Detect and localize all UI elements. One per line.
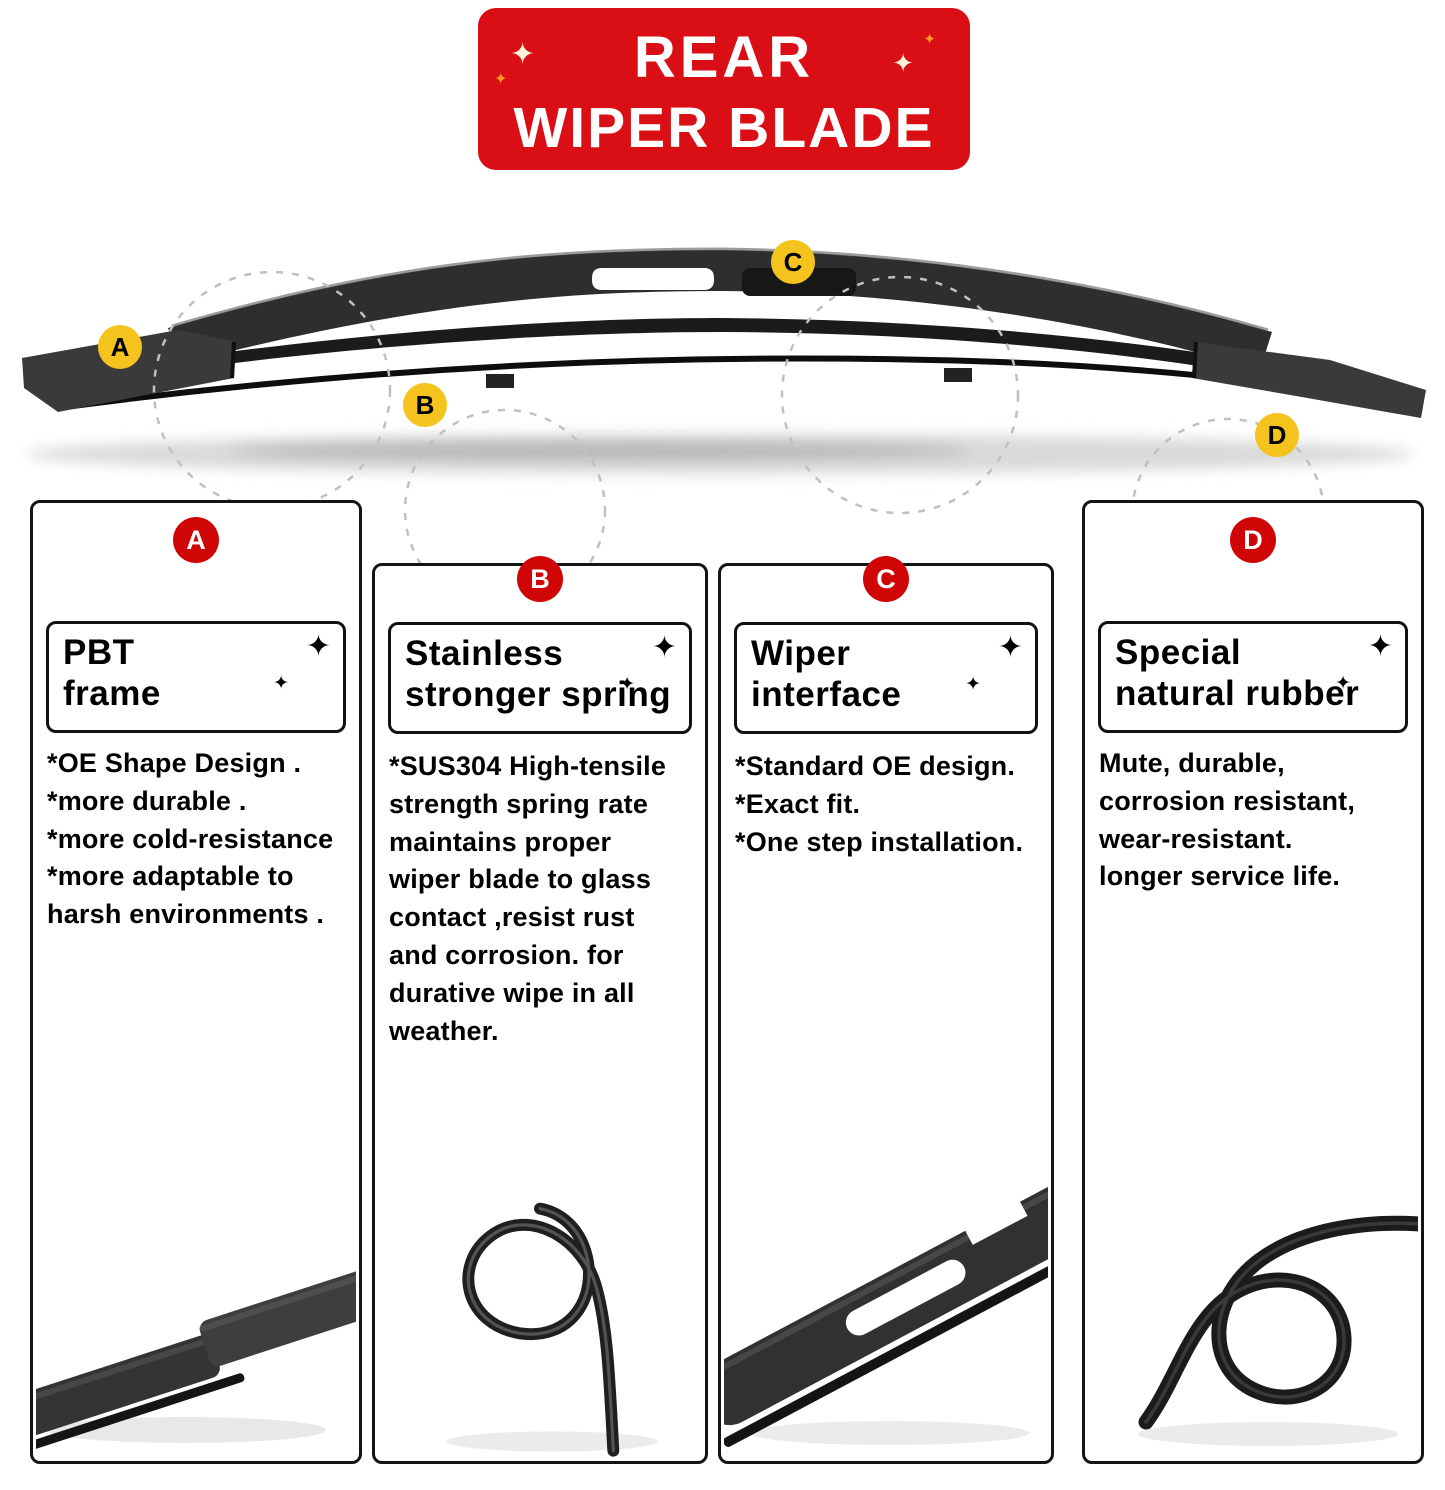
panel-title: PBT frame — [63, 633, 161, 714]
panel-title: Special natural rubber — [1115, 633, 1360, 714]
spring-steel-photo — [378, 1128, 702, 1458]
panel-title: Stainless stronger spring — [405, 634, 672, 715]
panel-title-box: PBT frame ✦ ✦ — [46, 621, 346, 733]
blade-left-joint — [230, 341, 236, 379]
wiper-interface-photo — [724, 1128, 1048, 1458]
sparkle-icon: ✦ — [273, 673, 289, 694]
blade-right-cap — [1192, 342, 1426, 418]
panel-letter-badge: A — [173, 517, 219, 563]
blade-reflection — [25, 434, 1415, 474]
blade-claw — [486, 374, 514, 388]
callout-a-badge: A — [98, 325, 142, 369]
banner: ✦ ✦ ✦ ✦ REAR WIPER BLADE — [478, 8, 970, 170]
panel-title-box: Special natural rubber ✦ ✦ — [1098, 621, 1408, 733]
wiper-blade-illustration — [22, 247, 1426, 474]
panel-description: *SUS304 High-tensile strength spring rat… — [389, 751, 667, 1046]
panel-letter-badge: B — [517, 556, 563, 602]
rubber-strip-photo — [1088, 1128, 1418, 1458]
callout-c-badge: C — [771, 240, 815, 284]
sparkle-icon: ✦ — [997, 631, 1023, 664]
sparkle-icon: ✦ — [651, 631, 677, 664]
panel-description: *Standard OE design. *Exact fit. *One st… — [735, 751, 1024, 857]
sparkle-icon: ✦ — [965, 674, 981, 695]
panel-description: Mute, durable, corrosion resistant, wear… — [1099, 748, 1356, 892]
panel-letter-badge: D — [1230, 517, 1276, 563]
blade-right-joint — [1192, 341, 1198, 379]
sparkle-icon: ✦ — [494, 71, 508, 88]
panel-pbt-frame: A PBT frame ✦ ✦ *OE Shape Design . *more… — [30, 500, 362, 1464]
blade-claw — [944, 368, 972, 382]
sparkle-icon: ✦ — [510, 38, 536, 71]
panel-title: Wiper interface — [751, 634, 902, 715]
pbt-frame-photo — [36, 1128, 356, 1458]
sparkle-icon: ✦ — [305, 630, 331, 663]
sparkle-icon: ✦ — [1367, 630, 1393, 663]
panel-title-box: Stainless stronger spring ✦ ✦ — [388, 622, 692, 734]
sparkle-icon: ✦ — [1335, 673, 1351, 694]
banner-title-line2: WIPER BLADE — [513, 96, 935, 160]
panel-title-box: Wiper interface ✦ ✦ — [734, 622, 1038, 734]
panel-letter-badge: C — [863, 556, 909, 602]
panel-description: *OE Shape Design . *more durable . *more… — [47, 748, 334, 930]
callout-b-badge: B — [403, 383, 447, 427]
sparkle-icon: ✦ — [892, 48, 914, 78]
callout-d-badge: D — [1255, 413, 1299, 457]
sparkle-icon: ✦ — [923, 31, 936, 48]
panel-stainless-spring: B Stainless stronger spring ✦ ✦ *SUS304 … — [372, 556, 708, 1464]
panel-natural-rubber: D Special natural rubber ✦ ✦ Mute, durab… — [1082, 500, 1424, 1464]
banner-title-line1: REAR — [633, 25, 815, 90]
panel-wiper-interface: C Wiper interface ✦ ✦ *Standard OE desig… — [718, 556, 1054, 1464]
sparkle-icon: ✦ — [619, 674, 635, 695]
